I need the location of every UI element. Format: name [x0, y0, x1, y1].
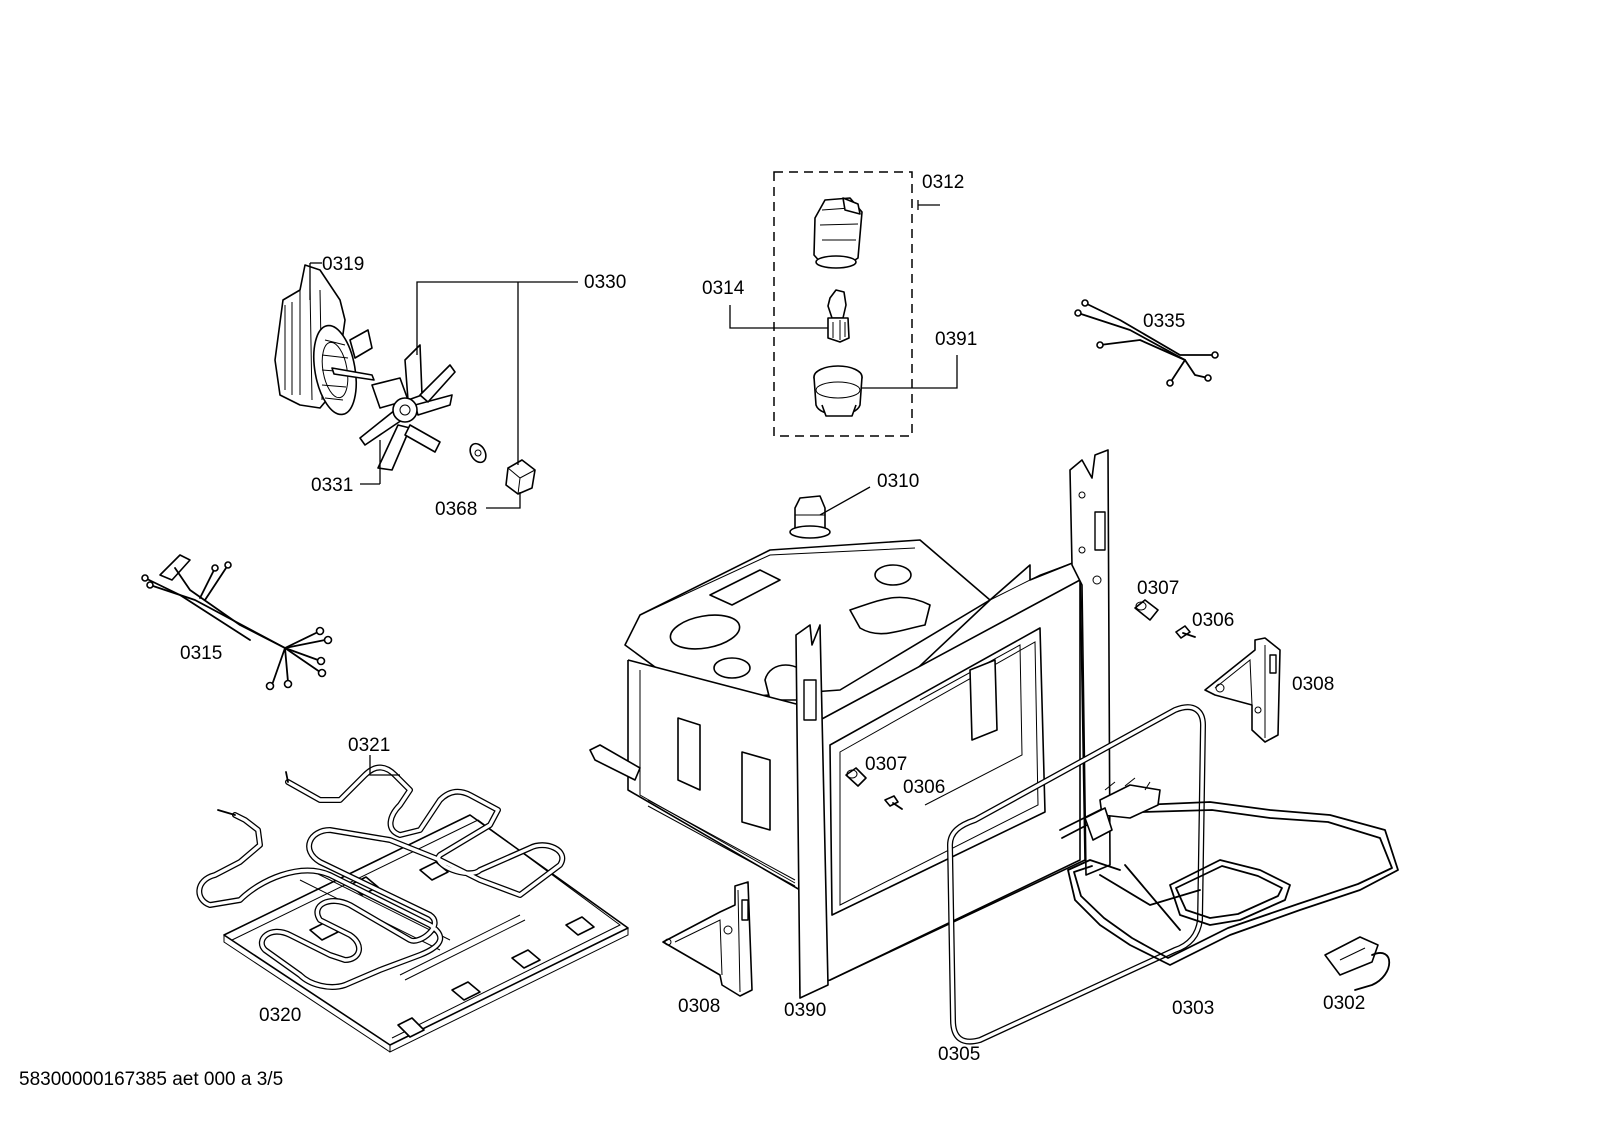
label-0319: 0319 [322, 254, 364, 275]
label-0335: 0335 [1143, 311, 1185, 332]
bracket-0308-left [662, 881, 753, 997]
label-0303: 0303 [1172, 998, 1214, 1019]
label-0314: 0314 [702, 278, 745, 299]
leader-0312 [917, 200, 940, 210]
screw-0306-upper [1175, 625, 1196, 639]
label-0308-left: 0308 [678, 996, 720, 1017]
label-0390: 0390 [784, 1000, 826, 1021]
fan-motor-0319 [274, 264, 375, 416]
lamp-socket-0312 [813, 197, 863, 269]
leader-0391 [862, 355, 958, 389]
bushing-0307-upper [1134, 599, 1159, 621]
bottom-heater-element-0321 [196, 764, 566, 990]
label-0315: 0315 [180, 643, 222, 664]
nut-0368 [505, 459, 536, 495]
label-0306-lower: 0306 [903, 777, 945, 798]
leader-0314 [729, 305, 828, 329]
clip-0302 [1324, 936, 1390, 991]
label-0305: 0305 [938, 1044, 980, 1065]
fan-wheel-0331 [359, 344, 456, 471]
label-0331: 0331 [311, 475, 353, 496]
label-0302: 0302 [1323, 993, 1365, 1014]
washer [469, 442, 487, 464]
lamp-cover-0391 [813, 365, 863, 417]
cable-harness-0335 [1074, 299, 1219, 387]
label-0310: 0310 [877, 471, 919, 492]
document-reference: 58300000167385 aet 000 a 3/5 [19, 1069, 283, 1090]
top-heater-0303 [1059, 777, 1399, 966]
label-0312: 0312 [922, 172, 964, 193]
lamp-kit-box [773, 171, 913, 437]
screw-0306-lower [884, 795, 903, 810]
label-0306-upper: 0306 [1192, 610, 1234, 631]
leader-0321 [369, 755, 400, 776]
door-seal-0305 [947, 704, 1206, 1045]
leader-0310 [819, 486, 871, 516]
label-0307-lower: 0307 [865, 754, 907, 775]
lamp-bulb-0314 [827, 289, 850, 343]
label-0321: 0321 [348, 735, 390, 756]
leader-0330 [416, 281, 578, 465]
oven-cavity-0390 [589, 449, 1111, 999]
leader-0368 [486, 492, 521, 509]
sensor-0310 [789, 495, 831, 539]
label-0368: 0368 [435, 499, 477, 520]
label-0330: 0330 [584, 272, 626, 293]
label-0308-right: 0308 [1292, 674, 1334, 695]
label-0320: 0320 [259, 1005, 301, 1026]
label-0391: 0391 [935, 329, 977, 350]
bushing-0307-lower [845, 767, 867, 787]
cable-harness-0315 [141, 554, 333, 691]
label-0307-upper: 0307 [1137, 578, 1179, 599]
bracket-0308-right [1204, 637, 1281, 743]
